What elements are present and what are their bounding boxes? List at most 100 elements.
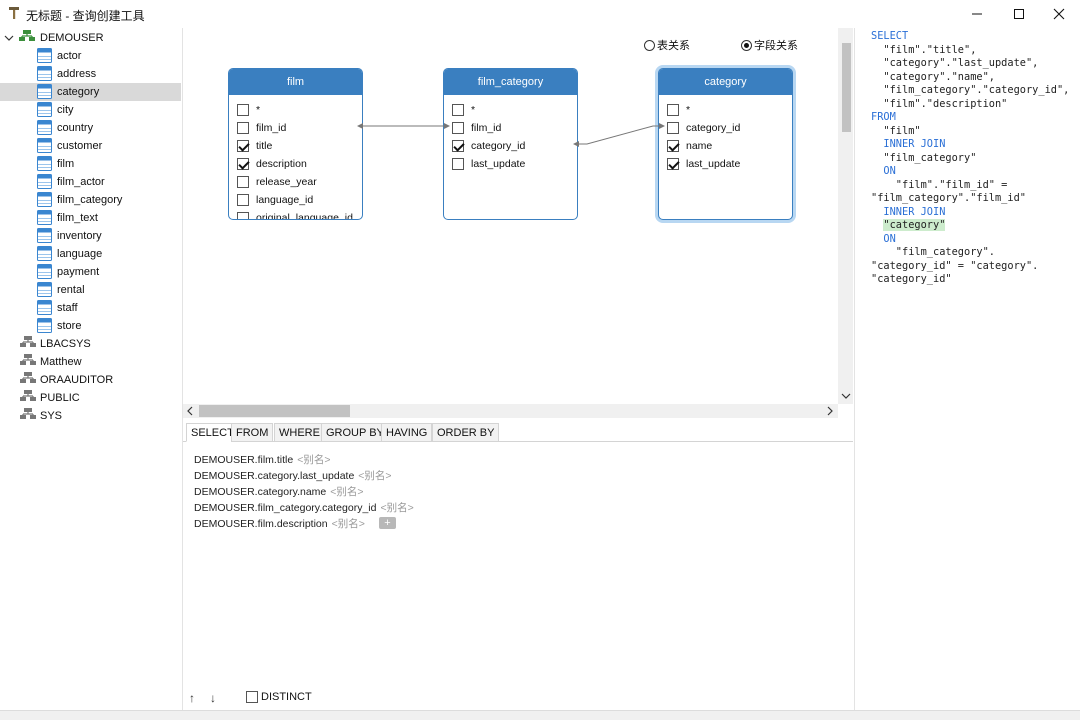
column-checkbox[interactable] [237, 104, 249, 116]
column-checkbox[interactable] [667, 104, 679, 116]
column-checkbox[interactable] [452, 158, 464, 170]
column-row[interactable]: last_update [444, 155, 577, 173]
tree-item-demouser[interactable]: DEMOUSER [0, 29, 181, 47]
tree-item-table[interactable]: customer [0, 137, 181, 155]
alias-field[interactable]: <别名> [380, 502, 414, 514]
column-checkbox[interactable] [237, 158, 249, 170]
scroll-right-icon[interactable] [826, 406, 834, 416]
scroll-left-icon[interactable] [186, 406, 194, 416]
select-field[interactable]: DEMOUSER.film.description<别名> [194, 516, 494, 532]
tree-item-table[interactable]: city [0, 101, 181, 119]
tab-group-by[interactable]: GROUP BY [321, 423, 389, 442]
sql-line: SELECT [871, 30, 909, 42]
column-name: original_language_id [256, 212, 353, 220]
tree-item-table[interactable]: country [0, 119, 181, 137]
tree-item-table[interactable]: inventory [0, 227, 181, 245]
alias-field[interactable]: <别名> [297, 454, 331, 466]
table-box-header[interactable]: category [659, 69, 792, 95]
tree-splitter[interactable] [182, 28, 183, 720]
column-row[interactable]: release_year [229, 173, 362, 191]
field-relation-radio[interactable]: 字段关系 [741, 37, 798, 53]
table-relation-radio[interactable]: 表关系 [644, 37, 690, 53]
tree-item-schema[interactable]: SYS [0, 407, 181, 425]
column-checkbox[interactable] [667, 140, 679, 152]
move-down-button[interactable]: ↓ [210, 691, 216, 705]
sql-preview[interactable]: SELECT "film"."title", "category"."last_… [856, 28, 1080, 720]
close-button[interactable] [1038, 0, 1080, 28]
column-checkbox[interactable] [237, 194, 249, 206]
tree-item-table[interactable]: language [0, 245, 181, 263]
column-row[interactable]: language_id [229, 191, 362, 209]
table-box-header[interactable]: film_category [444, 69, 577, 95]
column-row[interactable]: category_id [659, 119, 792, 137]
select-field[interactable]: DEMOUSER.film.title<别名> [194, 452, 494, 468]
title-bar: 无标题 - 查询创建工具 [0, 0, 1080, 28]
select-field[interactable]: DEMOUSER.film_category.category_id<别名> [194, 500, 494, 516]
tree-item-table[interactable]: store [0, 317, 181, 335]
select-field[interactable]: DEMOUSER.category.name<别名> [194, 484, 494, 500]
select-field[interactable]: DEMOUSER.category.last_update<别名> [194, 468, 494, 484]
tree-item-table[interactable]: address [0, 65, 181, 83]
column-row[interactable]: description [229, 155, 362, 173]
field-name: DEMOUSER.category.name [194, 486, 327, 498]
alias-field[interactable]: <别名> [358, 470, 392, 482]
column-row[interactable]: category_id [444, 137, 577, 155]
tree-item-schema[interactable]: Matthew [0, 353, 181, 371]
alias-field[interactable]: <别名> [330, 486, 364, 498]
tab-order-by[interactable]: ORDER BY [432, 423, 500, 442]
column-checkbox[interactable] [452, 104, 464, 116]
tree-item-table[interactable]: actor [0, 47, 181, 65]
move-up-button[interactable]: ↑ [189, 691, 195, 705]
maximize-button[interactable] [998, 0, 1040, 28]
distinct-checkbox[interactable]: DISTINCT [246, 691, 312, 703]
tree-item-schema[interactable]: ORAAUDITOR [0, 371, 181, 389]
column-row[interactable]: * [444, 101, 577, 119]
sql-line: FROM [871, 111, 896, 123]
tree-item-table[interactable]: payment [0, 263, 181, 281]
column-row[interactable]: original_language_id [229, 209, 362, 220]
table-box-header[interactable]: film [229, 69, 362, 95]
tab-where[interactable]: WHERE [274, 423, 325, 442]
column-checkbox[interactable] [237, 212, 249, 219]
scroll-down-icon[interactable] [841, 392, 851, 400]
column-checkbox[interactable] [667, 122, 679, 134]
column-row[interactable]: * [229, 101, 362, 119]
tree-item-table[interactable]: film_category [0, 191, 181, 209]
column-row[interactable]: title [229, 137, 362, 155]
chevron-down-icon[interactable] [4, 33, 14, 43]
vertical-scroll-thumb[interactable] [842, 43, 851, 132]
tree-item-table[interactable]: film_actor [0, 173, 181, 191]
column-checkbox[interactable] [452, 122, 464, 134]
sql-splitter[interactable] [854, 28, 855, 720]
horizontal-scroll-thumb[interactable] [199, 405, 350, 417]
add-field-button[interactable]: + [379, 517, 396, 529]
tab-select[interactable]: SELECT [186, 423, 239, 442]
column-checkbox[interactable] [452, 140, 464, 152]
column-row[interactable]: last_update [659, 155, 792, 173]
tab-having[interactable]: HAVING [381, 423, 433, 442]
tree-item-table[interactable]: film_text [0, 209, 181, 227]
column-checkbox[interactable] [237, 140, 249, 152]
tree-item-table[interactable]: rental [0, 281, 181, 299]
minimize-button[interactable] [956, 0, 998, 28]
alias-field[interactable]: <别名> [331, 518, 365, 530]
tree-item-schema[interactable]: PUBLIC [0, 389, 181, 407]
column-row[interactable]: film_id [229, 119, 362, 137]
tab-from[interactable]: FROM [231, 423, 274, 442]
tree-item-table[interactable]: film [0, 155, 181, 173]
column-row[interactable]: name [659, 137, 792, 155]
column-row[interactable]: film_id [444, 119, 577, 137]
column-checkbox[interactable] [237, 176, 249, 188]
tree-item-table[interactable]: staff [0, 299, 181, 317]
column-checkbox[interactable] [237, 122, 249, 134]
column-row[interactable]: * [659, 101, 792, 119]
column-checkbox[interactable] [667, 158, 679, 170]
tree-item-table[interactable]: category [0, 83, 181, 101]
tree-item-schema[interactable]: LBACSYS [0, 335, 181, 353]
